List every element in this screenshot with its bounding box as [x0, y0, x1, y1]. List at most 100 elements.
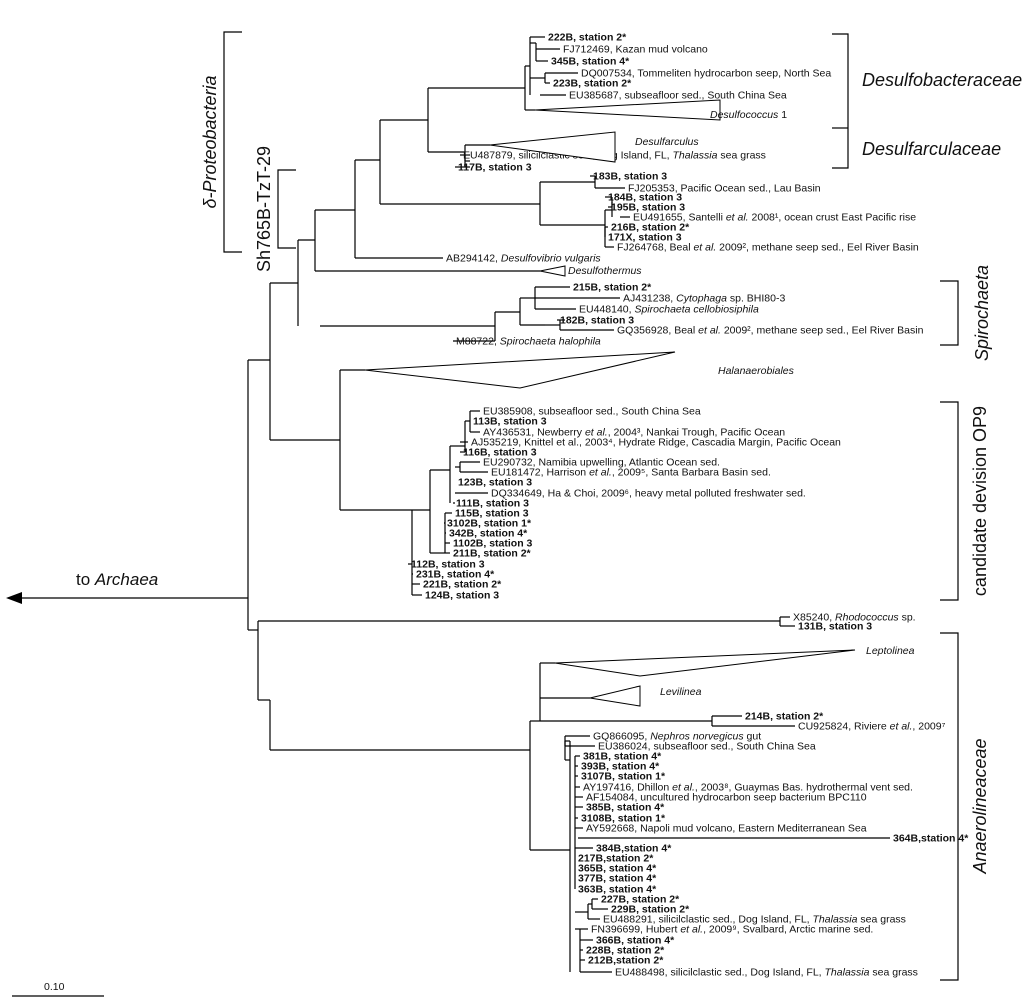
leaf-label: EU181472, Harrison et al., 2009⁵, Santa … — [491, 467, 771, 479]
leaf-label: 222B, station 2* — [548, 32, 627, 44]
leaf-label: 215B, station 2* — [573, 282, 652, 294]
leaf-label: EU491655, Santelli et al. 2008¹, ocean c… — [633, 212, 916, 224]
clade-desulfarculus — [489, 131, 616, 163]
group-label-anaerolineaceae: Anaerolineaceae — [970, 738, 990, 874]
clade-desulfococcus — [534, 99, 721, 121]
clade-levilinea — [589, 685, 641, 707]
leaf-label: 364B,station 4* — [893, 833, 969, 845]
clade-label-levilinea: Levilinea — [660, 686, 702, 698]
leaf-label: EU386024, subseafloor sed., South China … — [598, 741, 816, 753]
leaf-label: 393B, station 4* — [581, 761, 660, 773]
leaf-label: 113B, station 3 — [473, 416, 547, 428]
leaf-label: FJ205353, Pacific Ocean sed., Lau Basin — [628, 183, 821, 195]
bracket-spirochaeta — [940, 280, 959, 346]
group-label-spirochaeta: Spirochaeta — [972, 265, 992, 361]
tree-branches — [247, 36, 890, 973]
leaf-label: AJ431238, Cytophaga sp. BHI80-3 — [623, 293, 785, 305]
leaf-label: 365B, station 4* — [578, 863, 657, 875]
leaf-label: 384B,station 4* — [596, 843, 672, 855]
leaf-label: AJ535219, Knittel et al., 2003⁴, Hydrate… — [471, 437, 841, 449]
leaf-label: 211B, station 2* — [453, 548, 532, 560]
leaf-label: AF154084, uncultured hydrocarbon seep ba… — [586, 792, 867, 804]
clade-halanaerobiales — [364, 351, 676, 389]
group-label-op9: candidate devision OP9 — [970, 406, 990, 596]
scale-bar-label: 0.10 — [44, 981, 65, 993]
leaf-label: 116B, station 3 — [463, 447, 537, 459]
leaf-label: FN396699, Hubert et al., 2009⁹, Svalbard… — [591, 924, 873, 936]
leaf-label: 112B, station 3 — [411, 559, 485, 571]
leaf-label: DQ334649, Ha & Choi, 2009⁶, heavy metal … — [491, 488, 806, 500]
leaf-label: 342B, station 4* — [449, 528, 528, 540]
root-arrow-icon — [6, 592, 22, 604]
leaf-label: M88722, Spirochaeta halophila — [456, 336, 601, 348]
root-label: to Archaea — [76, 570, 158, 589]
leaf-label: EU385687, subseafloor sed., South China … — [569, 90, 787, 102]
clade-label-desulfococcus: Desulfococcus 1 — [710, 109, 787, 121]
clade-label-leptolinea: Leptolinea — [866, 645, 915, 657]
leaf-label: 117B, station 3 — [458, 162, 532, 174]
leaf-label: CU925824, Riviere et al., 2009⁷ — [798, 721, 946, 733]
leaf-label: 221B, station 2* — [423, 579, 502, 591]
leaf-label: 223B, station 2* — [553, 78, 632, 90]
leaf-label: 227B, station 2* — [601, 894, 680, 906]
leaf-label: 214B, station 2* — [745, 711, 824, 723]
leaf-label: 363B, station 4* — [578, 884, 657, 896]
group-label-delta-proteobacteria: δ-Proteobacteria — [200, 75, 220, 208]
leaf-label: 182B, station 3 — [560, 315, 634, 327]
leaf-label: 228B, station 2* — [586, 945, 665, 957]
leaf-label: 377B, station 4* — [578, 873, 657, 885]
clade-label-desulfothermus: Desulfothermus — [568, 265, 642, 277]
leaf-label: 115B, station 3 — [455, 508, 529, 520]
group-label-desulfobacteraceae: Desulfobacteraceae — [862, 70, 1022, 90]
leaf-label: 195B, station 3 — [611, 202, 685, 214]
leaf-label: FJ264768, Beal et al. 2009², methane see… — [617, 242, 919, 254]
leaf-label: 183B, station 3 — [593, 171, 667, 183]
leaf-labels: 222B, station 2*FJ712469, Kazan mud volc… — [411, 32, 969, 979]
leaf-label: GQ356928, Beal et al. 2009², methane see… — [617, 325, 924, 337]
leaf-label: 3108B, station 1* — [581, 813, 666, 825]
leaf-label: 385B, station 4* — [586, 802, 665, 814]
clade-label-desulfarculus: Desulfarculus — [635, 136, 699, 148]
leaf-label: DQ007534, Tommeliten hydrocarbon seep, N… — [581, 68, 831, 80]
bracket-desulfobacteraceae — [832, 33, 849, 169]
leaf-label: EU488498, silicilclastic sed., Dog Islan… — [615, 967, 918, 979]
leaf-label: 381B, station 4* — [583, 751, 662, 763]
leaf-label: 229B, station 2* — [611, 904, 690, 916]
bracket-op9 — [940, 401, 959, 601]
leaf-label: 123B, station 3 — [458, 477, 532, 489]
clade-label-halanaerobiales: Halanaerobiales — [718, 365, 795, 377]
leaf-label: EU290732, Namibia upwelling, Atlantic Oc… — [483, 457, 720, 469]
leaf-label: 212B,station 2* — [588, 955, 664, 967]
bracket-sh765 — [277, 169, 296, 249]
bracket-anaerolineaceae — [940, 632, 959, 981]
leaf-label: 3102B, station 1* — [447, 518, 532, 530]
leaf-label: 1102B, station 3 — [453, 538, 533, 550]
leaf-label: 131B, station 3 — [798, 621, 872, 633]
leaf-label: EU448140, Spirochaeta cellobiosiphila — [579, 304, 759, 316]
leaf-label: 171X, station 3 — [608, 232, 682, 244]
leaf-label: 345B, station 4* — [551, 56, 630, 68]
group-label-desulfarculaceae: Desulfarculaceae — [862, 139, 1001, 159]
leaf-label: 216B, station 2* — [611, 222, 690, 234]
leaf-label: 124B, station 3 — [425, 590, 499, 602]
leaf-label: 111B, station 3 — [456, 498, 529, 510]
leaf-label: 231B, station 4* — [416, 569, 495, 581]
leaf-label: EU385908, subseafloor sed., South China … — [483, 406, 701, 418]
leaf-label: X85240, Rhodococcus sp. — [793, 612, 916, 624]
clade-leptolinea — [554, 649, 856, 677]
leaf-label: AY436531, Newberry et al., 2004³, Nankai… — [483, 427, 785, 439]
leaf-label: 184B, station 3 — [608, 192, 682, 204]
leaf-label: 3107B, station 1* — [581, 771, 666, 783]
leaf-label: EU488291, silicilclastic sed., Dog Islan… — [603, 914, 906, 926]
leaf-label: 366B, station 4* — [596, 935, 675, 947]
leaf-label: FJ712469, Kazan mud volcano — [563, 44, 708, 56]
leaf-label: AY197416, Dhillon et al., 2003⁸, Guaymas… — [583, 782, 913, 794]
bracket-delta-proteobacteria — [223, 31, 242, 253]
clade-desulfothermus — [539, 265, 566, 277]
group-label-sh765: Sh765B-TzT-29 — [254, 146, 274, 272]
leaf-label: GQ866095, Nephros norvegicus gut — [593, 731, 761, 743]
leaf-label: AY592668, Napoli mud volcano, Eastern Me… — [586, 823, 867, 835]
leaf-label: AB294142, Desulfovibrio vulgaris — [446, 253, 601, 265]
leaf-label: 217B,station 2* — [578, 853, 654, 865]
